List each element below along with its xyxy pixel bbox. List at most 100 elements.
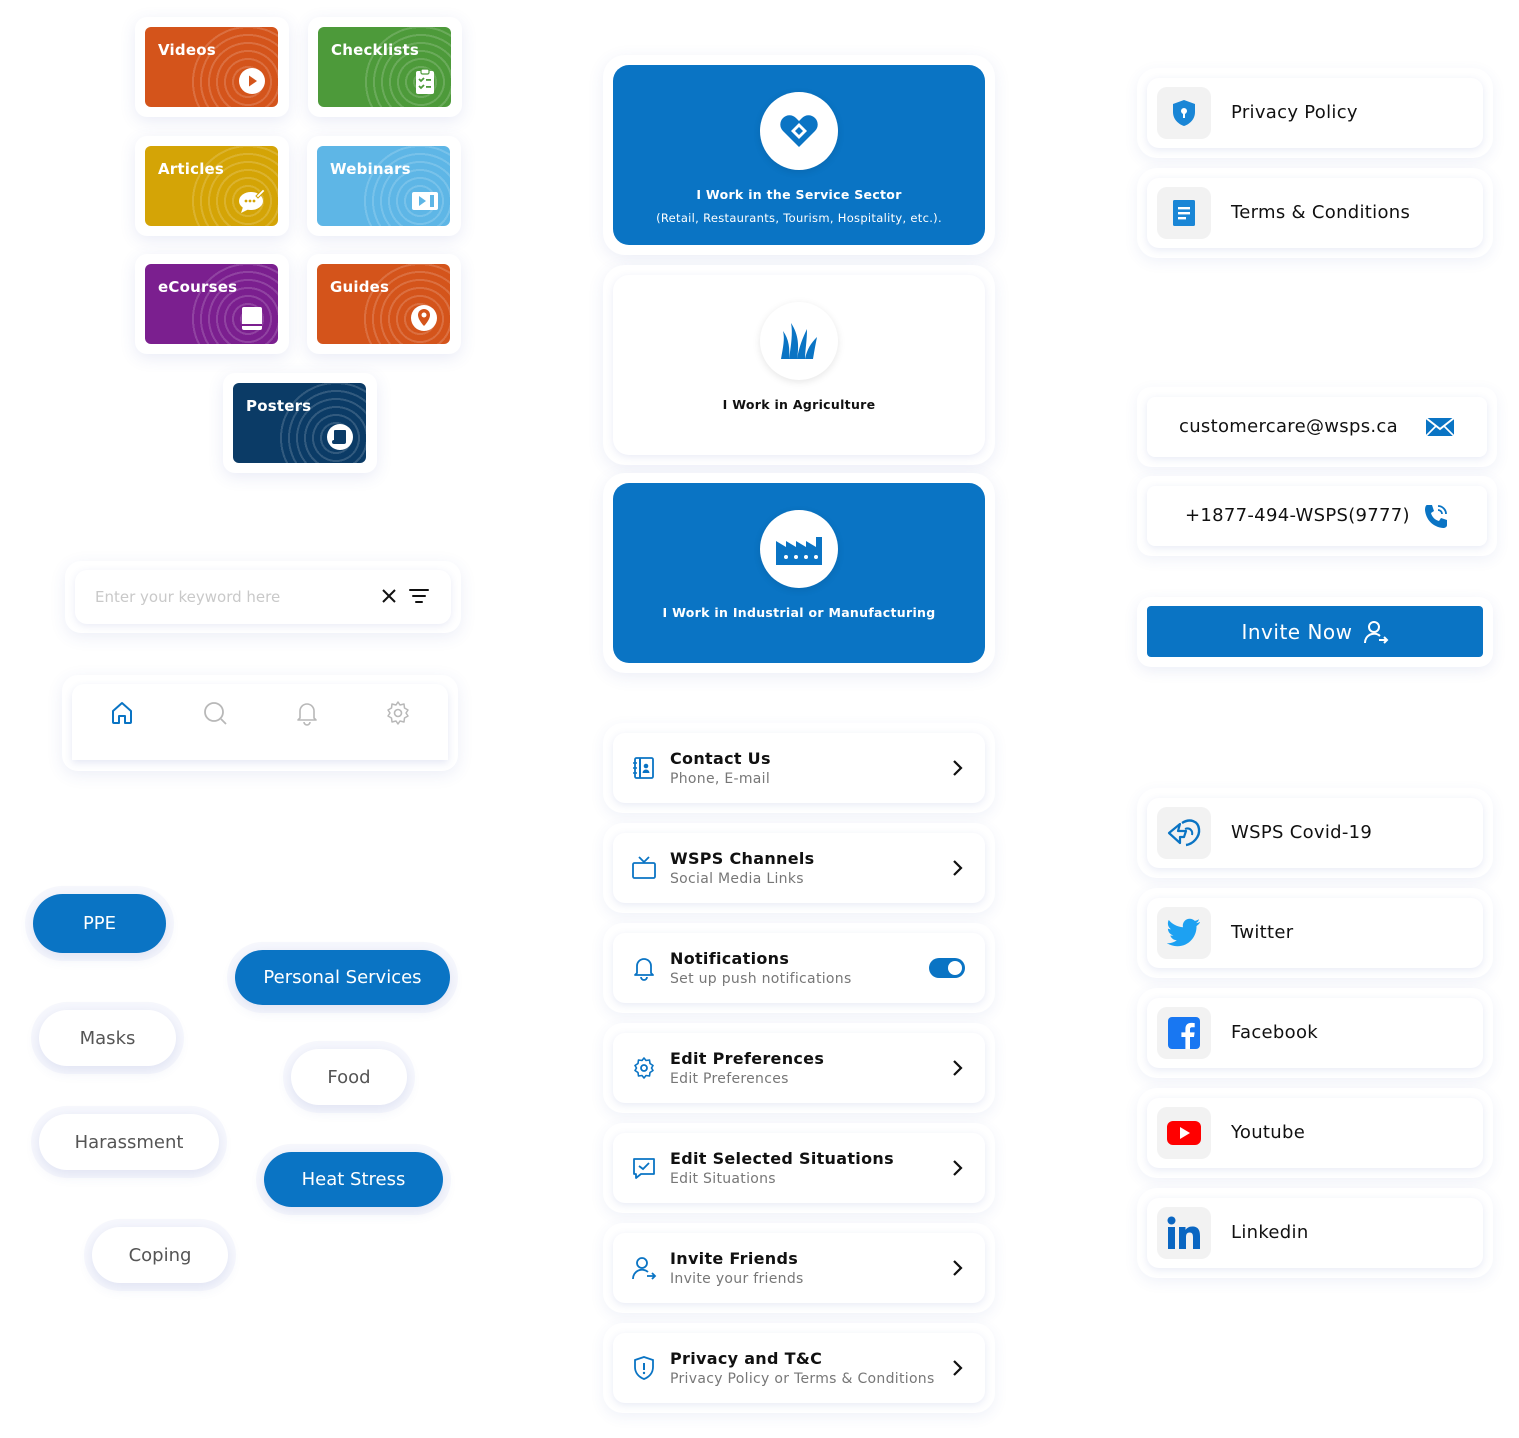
row-title: Edit Selected Situations <box>670 1149 894 1168</box>
row-title: Privacy and T&C <box>670 1349 823 1368</box>
pill-label: Food <box>327 1066 371 1088</box>
wsps-logo-icon <box>1167 819 1201 847</box>
tile-label: Guides <box>330 278 390 296</box>
row-subtitle: Invite your friends <box>670 1271 804 1287</box>
settings-row-notifications: Notifications Set up push notifications <box>613 933 985 1003</box>
document-icon <box>1173 200 1195 226</box>
tile-checklists[interactable]: Checklists <box>318 27 451 107</box>
row-subtitle: Edit Preferences <box>670 1071 789 1087</box>
notifications-toggle[interactable] <box>929 958 965 978</box>
bell-icon[interactable] <box>294 700 320 726</box>
tile-label: Checklists <box>331 41 420 59</box>
pill-food[interactable]: Food <box>291 1049 407 1105</box>
link-label: Facebook <box>1231 1022 1318 1043</box>
settings-row-wsps-channels[interactable]: WSPS Channels Social Media Links <box>613 833 985 903</box>
pill-harassment[interactable]: Harassment <box>39 1114 219 1170</box>
clipboard-check-icon <box>416 68 434 94</box>
settings-row-privacy[interactable]: Privacy and T&C Privacy Policy or Terms … <box>613 1333 985 1403</box>
settings-row-invite-friends[interactable]: Invite Friends Invite your friends <box>613 1233 985 1303</box>
link-youtube[interactable]: Youtube <box>1147 1098 1483 1168</box>
chevron-right-icon <box>953 1360 963 1376</box>
tile-label: Videos <box>158 41 216 59</box>
link-twitter[interactable]: Twitter <box>1147 898 1483 968</box>
home-icon[interactable] <box>109 700 135 726</box>
pill-coping[interactable]: Coping <box>92 1227 228 1283</box>
chevron-right-icon <box>953 1060 963 1076</box>
contact-phone[interactable]: +1877-494-WSPS(9777) <box>1147 486 1487 546</box>
sector-title: I Work in the Service Sector <box>696 187 902 202</box>
settings-row-edit-preferences[interactable]: Edit Preferences Edit Preferences <box>613 1033 985 1103</box>
link-facebook[interactable]: Facebook <box>1147 998 1483 1068</box>
link-icon-box <box>1157 1207 1211 1259</box>
pill-heat-stress[interactable]: Heat Stress <box>264 1152 443 1207</box>
tile-label: Posters <box>246 397 312 415</box>
sector-agriculture[interactable]: I Work in Agriculture <box>613 275 985 455</box>
sector-title: I Work in Industrial or Manufacturing <box>662 605 936 620</box>
pill-ppe[interactable]: PPE <box>33 894 166 953</box>
pill-personal-services[interactable]: Personal Services <box>235 950 450 1005</box>
row-subtitle: Phone, E-mail <box>670 771 771 787</box>
twitter-icon <box>1167 918 1200 947</box>
tile-videos[interactable]: Videos <box>145 27 278 107</box>
invite-now-button[interactable]: Invite Now <box>1147 606 1483 657</box>
invite-label: Invite Now <box>1241 619 1353 644</box>
row-title: Notifications <box>670 949 790 968</box>
handshake-heart-icon <box>780 115 818 147</box>
gear-icon[interactable] <box>385 700 411 726</box>
pill-label: Coping <box>128 1244 192 1266</box>
link-privacy-policy[interactable]: Privacy Policy <box>1147 78 1483 148</box>
tile-guides[interactable]: Guides <box>317 264 450 344</box>
row-title: Contact Us <box>670 749 771 768</box>
tile-checklists-card: Checklists <box>308 17 462 117</box>
settings-row-edit-situations[interactable]: Edit Selected Situations Edit Situations <box>613 1133 985 1203</box>
scroll-icon <box>327 424 353 450</box>
play-icon <box>239 68 265 94</box>
row-title: Invite Friends <box>670 1249 799 1268</box>
sector-icon-circle <box>760 510 838 588</box>
factory-icon <box>776 537 822 565</box>
tile-ecourses-card: eCourses <box>135 254 289 354</box>
pill-masks[interactable]: Masks <box>39 1010 176 1066</box>
filter-icon[interactable] <box>409 588 429 604</box>
pill-label: Harassment <box>74 1131 184 1153</box>
sector-service[interactable]: I Work in the Service Sector (Retail, Re… <box>613 65 985 245</box>
pill-label: Heat Stress <box>301 1169 406 1190</box>
link-label: Linkedin <box>1231 1222 1309 1243</box>
contact-book-icon <box>633 757 654 779</box>
pill-label: Personal Services <box>263 967 422 988</box>
search-icon[interactable] <box>202 700 228 726</box>
sector-subtitle: (Retail, Restaurants, Tourism, Hospitali… <box>656 211 942 225</box>
bell-icon <box>634 958 654 981</box>
close-icon[interactable] <box>381 588 397 604</box>
row-title: Edit Preferences <box>670 1049 825 1068</box>
tile-guides-card: Guides <box>307 254 461 354</box>
video-camera-icon <box>412 192 438 210</box>
phone-text: +1877-494-WSPS(9777) <box>1185 505 1410 526</box>
search-bar <box>75 570 451 624</box>
facebook-icon <box>1168 1017 1200 1049</box>
link-icon-box <box>1157 807 1211 859</box>
link-label: Youtube <box>1231 1122 1306 1143</box>
contact-email[interactable]: customercare@wsps.ca <box>1147 397 1487 457</box>
tile-ecourses[interactable]: eCourses <box>145 264 278 344</box>
sector-industrial[interactable]: I Work in Industrial or Manufacturing <box>613 483 985 663</box>
link-icon-box <box>1157 87 1211 139</box>
link-linkedin[interactable]: Linkedin <box>1147 1198 1483 1268</box>
tile-posters[interactable]: Posters <box>233 383 366 463</box>
tv-icon <box>632 856 656 879</box>
user-add-icon <box>1363 620 1388 644</box>
tile-webinars-card: Webinars <box>307 136 461 236</box>
chat-bubble-icon <box>239 188 266 213</box>
link-terms-conditions[interactable]: Terms & Conditions <box>1147 178 1483 248</box>
chevron-right-icon <box>953 1260 963 1276</box>
search-input[interactable] <box>95 584 365 610</box>
link-wsps-covid[interactable]: WSPS Covid-19 <box>1147 798 1483 868</box>
tile-articles-card: Articles <box>135 136 289 236</box>
settings-row-contact-us[interactable]: Contact Us Phone, E-mail <box>613 733 985 803</box>
pill-label: PPE <box>82 913 117 934</box>
tile-articles[interactable]: Articles <box>145 146 278 226</box>
tile-webinars[interactable]: Webinars <box>317 146 450 226</box>
youtube-icon <box>1167 1121 1201 1145</box>
row-title: WSPS Channels <box>670 849 815 868</box>
book-icon <box>242 307 262 330</box>
